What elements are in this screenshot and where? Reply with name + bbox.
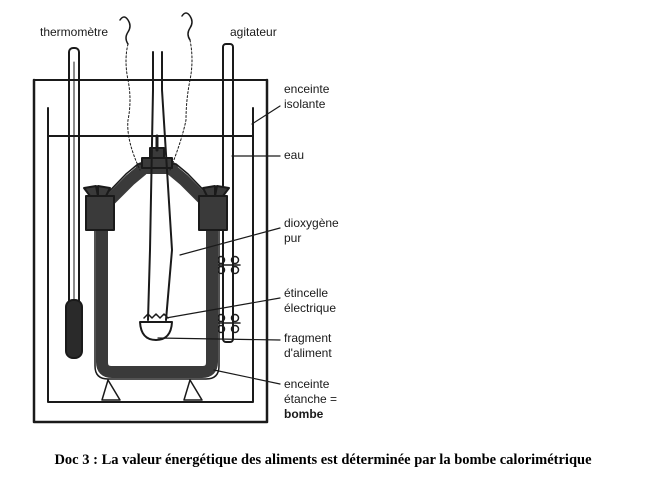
label-enceinte-isolante-line2: isolante [284, 97, 326, 111]
bomb-valve [141, 134, 173, 169]
label-enceinte-isolante: enceinte isolante [284, 82, 329, 112]
ignition-wires [119, 12, 193, 321]
label-dioxygene: dioxygène pur [284, 216, 339, 246]
bomb-wall [96, 162, 218, 378]
leader-bombe [213, 369, 281, 385]
label-etincelle-line2: électrique [284, 301, 337, 315]
leader-fragment [157, 337, 281, 341]
inner-wall [47, 107, 254, 403]
thermometer [65, 47, 83, 359]
label-etincelle: étincelle électrique [284, 286, 336, 316]
label-enceinte-isolante-line1: enceinte [284, 82, 330, 96]
label-fragment-line1: fragment [284, 331, 332, 345]
label-fragment: fragment d'aliment [284, 331, 332, 361]
label-enceinte-etanche-line3: bombe [284, 407, 337, 422]
bomb-clamp-left [83, 185, 115, 231]
label-eau: eau [284, 148, 305, 162]
spark [143, 313, 169, 319]
label-fragment-line2: d'aliment [284, 346, 332, 360]
food-cup [139, 313, 173, 341]
label-dioxygene-line1: dioxygène [284, 216, 339, 230]
leader-isolante [251, 105, 281, 125]
stirrer-blade-upper [215, 255, 241, 275]
label-enceinte-etanche: enceinte étanche = bombe [284, 377, 337, 422]
label-etincelle-line1: étincelle [284, 286, 329, 300]
insulating-enclosure [32, 78, 269, 424]
bomb-clamp-right [198, 185, 230, 231]
leader-dioxygene [179, 227, 281, 256]
bomb-feet [101, 379, 203, 401]
leader-etincelle [165, 297, 281, 319]
label-dioxygene-line2: pur [284, 231, 302, 245]
leader-lines [157, 105, 281, 385]
label-thermometre: thermomètre [40, 25, 109, 39]
label-enceinte-etanche-line1: enceinte [284, 377, 330, 391]
stirrer-blade-lower [215, 313, 241, 334]
label-bombe: bombe [284, 407, 324, 421]
label-agitateur: agitateur [230, 25, 277, 39]
figure-caption: Doc 3 : La valeur énergétique des alimen… [54, 452, 592, 468]
label-enceinte-etanche-line2: étanche = [284, 392, 338, 406]
